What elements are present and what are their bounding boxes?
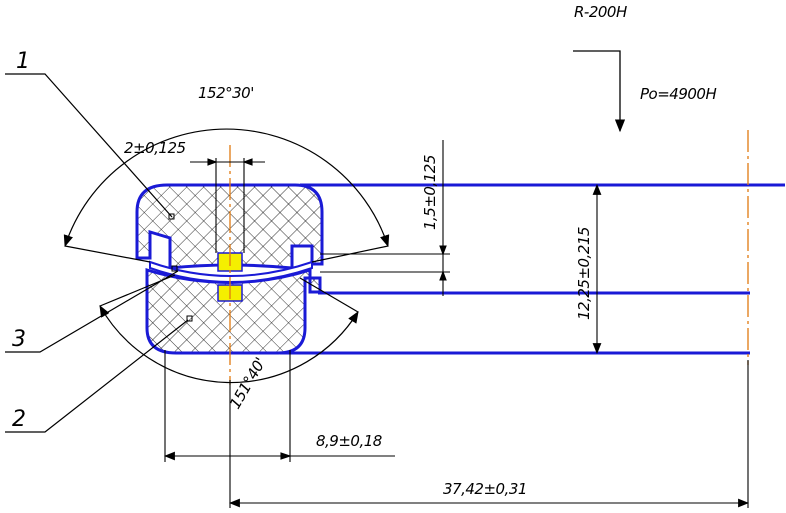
label-horizontal-long: 37,42±0,31 [443, 480, 527, 498]
angle-arc-upper [63, 128, 390, 248]
callout-leaders [5, 73, 189, 433]
label-force-radial: R-200H [574, 3, 627, 21]
dimension-lines [163, 140, 750, 508]
angle-arc-lower [99, 304, 359, 384]
force-arrow [573, 50, 626, 133]
label-horizontal-mid: 8,9±0,18 [316, 432, 382, 450]
label-angle-lower: 151°40' [226, 355, 270, 412]
angle-ray-ul [64, 245, 151, 263]
callout-number-3: 3 [12, 327, 26, 352]
dim-h-mid-arrow-end [280, 452, 292, 460]
angle-arcs [63, 128, 390, 384]
dim-small-width-arrows [207, 158, 253, 166]
marker-dot-2 [186, 315, 193, 322]
centerlines [229, 130, 749, 385]
label-vertical-large: 12,25±0,215 [575, 227, 593, 320]
marker-dot-1 [168, 213, 175, 220]
label-force-axial: Po=4900H [640, 85, 716, 103]
marker-dot-3 [171, 265, 178, 272]
callout-number-2: 2 [12, 407, 26, 432]
label-vertical-small: 1,5±0,125 [421, 155, 439, 230]
angle-ray-lr [299, 277, 359, 313]
callout-2-leader [5, 319, 189, 433]
middle-plate [149, 260, 313, 283]
rail-lines [280, 183, 785, 355]
label-angle-upper: 152°30' [198, 84, 254, 102]
dim-vert-small-arrows [439, 245, 447, 281]
label-small-width: 2±0,125 [124, 139, 186, 157]
callout-3-leader [5, 270, 179, 353]
callout-number-1: 1 [16, 49, 30, 74]
callout-1-leader [5, 73, 173, 218]
